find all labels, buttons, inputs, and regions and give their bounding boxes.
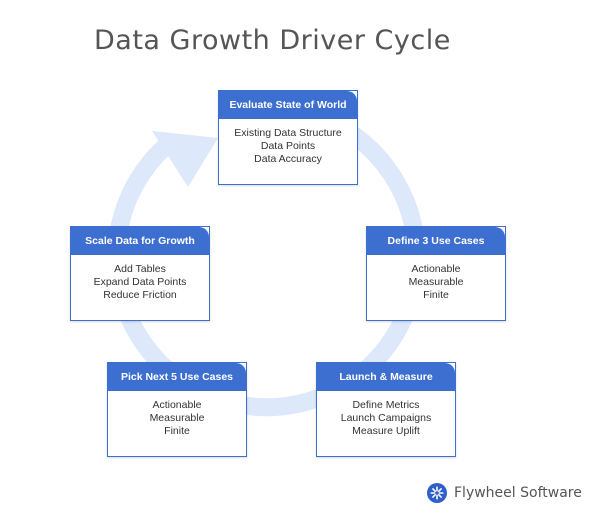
step-box-launch: Launch & Measure Define Metrics Launch C… bbox=[316, 362, 456, 457]
step-item: Finite bbox=[423, 289, 449, 301]
step-header: Define 3 Use Cases bbox=[367, 227, 505, 255]
step-body: Actionable Measurable Finite bbox=[108, 391, 246, 438]
step-item: Data Accuracy bbox=[254, 153, 322, 165]
step-box-pick: Pick Next 5 Use Cases Actionable Measura… bbox=[107, 362, 247, 457]
step-header: Scale Data for Growth bbox=[71, 227, 209, 255]
step-box-scale: Scale Data for Growth Add Tables Expand … bbox=[70, 226, 210, 321]
step-body: Existing Data Structure Data Points Data… bbox=[219, 119, 357, 166]
step-body: Add Tables Expand Data Points Reduce Fri… bbox=[71, 255, 209, 302]
step-box-evaluate: Evaluate State of World Existing Data St… bbox=[218, 90, 358, 185]
step-item: Define Metrics bbox=[352, 399, 420, 411]
step-item: Existing Data Structure bbox=[234, 127, 342, 139]
flywheel-logo-icon bbox=[427, 483, 447, 503]
step-header: Pick Next 5 Use Cases bbox=[108, 363, 246, 391]
cycle-arrowhead bbox=[152, 131, 218, 187]
page-title: Data Growth Driver Cycle bbox=[94, 25, 451, 56]
brand-name: Flywheel Software bbox=[454, 485, 582, 501]
brand-footer: Flywheel Software bbox=[427, 483, 582, 503]
step-body: Define Metrics Launch Campaigns Measure … bbox=[317, 391, 455, 438]
step-item: Add Tables bbox=[114, 263, 166, 275]
step-body: Actionable Measurable Finite bbox=[367, 255, 505, 302]
step-item: Measurable bbox=[149, 412, 205, 424]
step-box-define: Define 3 Use Cases Actionable Measurable… bbox=[366, 226, 506, 321]
step-header: Launch & Measure bbox=[317, 363, 455, 391]
step-item: Data Points bbox=[260, 140, 316, 152]
step-item: Measurable bbox=[408, 276, 464, 288]
step-header: Evaluate State of World bbox=[219, 91, 357, 119]
step-item: Launch Campaigns bbox=[340, 412, 432, 424]
step-item: Finite bbox=[164, 425, 190, 437]
step-item: Measure Uplift bbox=[352, 425, 420, 437]
step-item: Expand Data Points bbox=[93, 276, 187, 288]
step-item: Reduce Friction bbox=[103, 289, 177, 301]
step-item: Actionable bbox=[152, 399, 202, 411]
step-item: Actionable bbox=[411, 263, 461, 275]
